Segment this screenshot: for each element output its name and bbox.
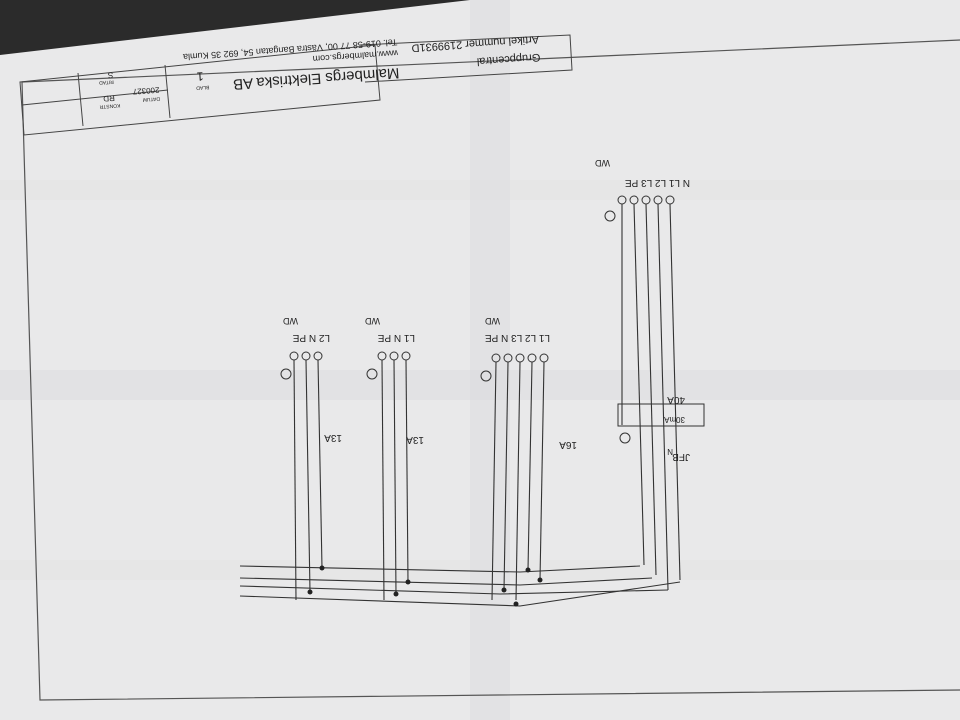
horizontal-fold (0, 370, 960, 400)
group-3-labels: L2 N PE (292, 332, 330, 343)
rcd-neutral: N (667, 447, 673, 456)
group-3: L2 N PE WD 13A (280, 316, 342, 601)
group-1: L1 L2 L3 N PE WD 16A (480, 316, 577, 601)
rcd-box (617, 403, 705, 427)
group-3-terminal: WD (283, 316, 298, 326)
drawn-label: RITAD (98, 78, 113, 85)
checked-value: RD (103, 93, 115, 103)
group-2: L1 N PE WD 13A (365, 316, 424, 601)
main-terminal-label: WD (595, 158, 610, 168)
sheet-value: 1 (196, 69, 204, 83)
earth-symbol-main (604, 210, 616, 222)
rcd-rating: 40A (667, 394, 685, 405)
lower-fold (0, 560, 960, 580)
drawn-value: S (108, 70, 114, 79)
group-2-rating: 13A (406, 434, 424, 445)
date-label: DATUM (142, 95, 160, 102)
bus-lines (239, 565, 681, 607)
group-3-rating: 13A (324, 432, 342, 443)
rcd-sensitivity: 30mA (663, 415, 685, 424)
group-2-labels: L1 N PE (377, 332, 415, 343)
earth-symbol-group-3 (280, 368, 292, 380)
group-1-terminal: WD (485, 316, 500, 326)
vertical-fold (470, 0, 510, 720)
main-conductors (621, 203, 681, 591)
sheet-label: BLAD (196, 84, 210, 91)
group-1-labels: L1 L2 L3 N PE (485, 332, 550, 343)
rcd-name: JFB (672, 451, 690, 462)
earth-symbol-group-1 (480, 370, 492, 382)
drawing-border (21, 39, 960, 701)
earth-symbol-rcd (619, 432, 631, 444)
group-2-terminal: WD (365, 316, 380, 326)
upper-fold (0, 180, 960, 200)
drawing-title: Gruppcentral (476, 51, 540, 67)
date-value: 200327 (132, 85, 160, 96)
group-1-rating: 16A (559, 439, 577, 450)
earth-symbol-group-2 (366, 368, 378, 380)
rcd-block: 40A 30mA JFB N (617, 394, 705, 462)
main-phase-labels: N L1 L2 L3 PE (625, 177, 690, 188)
checked-label: KONSTR (99, 102, 121, 109)
connection-dots (307, 565, 543, 607)
